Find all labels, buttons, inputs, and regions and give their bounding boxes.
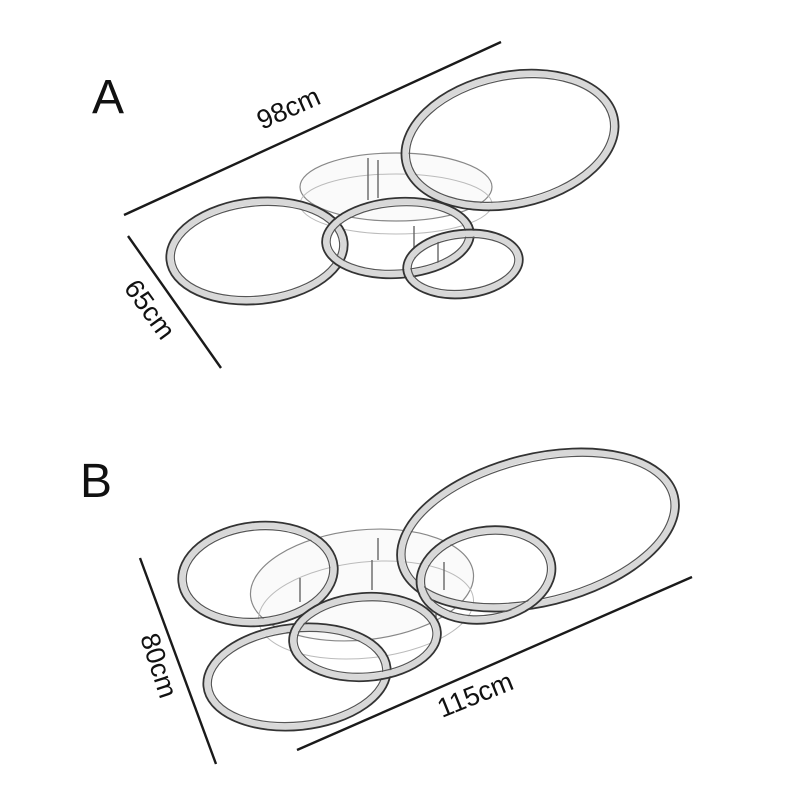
- variant-b: B 80cm 115cm: [80, 447, 693, 765]
- variant-a-width-label: 65cm: [118, 274, 181, 345]
- variant-a: A 98cm 65cm: [92, 40, 620, 369]
- variant-a-ring-left: [165, 196, 349, 306]
- variant-a-hub: [299, 152, 493, 222]
- variant-b-ring-right: [415, 525, 557, 625]
- variant-a-width-line: [127, 235, 222, 369]
- variant-a-lamp: [165, 68, 620, 306]
- variant-b-length-line: [296, 575, 693, 752]
- variant-a-ring-small: [402, 228, 524, 300]
- variant-b-ring-top-left: [177, 520, 339, 628]
- variant-b-width-line: [138, 557, 218, 765]
- variant-a-length-line: [123, 40, 502, 217]
- variant-b-ring-large: [396, 447, 680, 613]
- variant-b-ring-center: [288, 591, 442, 683]
- variant-a-ring-large: [400, 68, 620, 212]
- variant-a-label: A: [92, 71, 124, 124]
- variant-b-width-label: 80cm: [134, 630, 183, 702]
- variant-b-lamp: [177, 447, 680, 732]
- variant-b-length-label: 115cm: [433, 666, 518, 723]
- variant-b-label: B: [80, 455, 112, 508]
